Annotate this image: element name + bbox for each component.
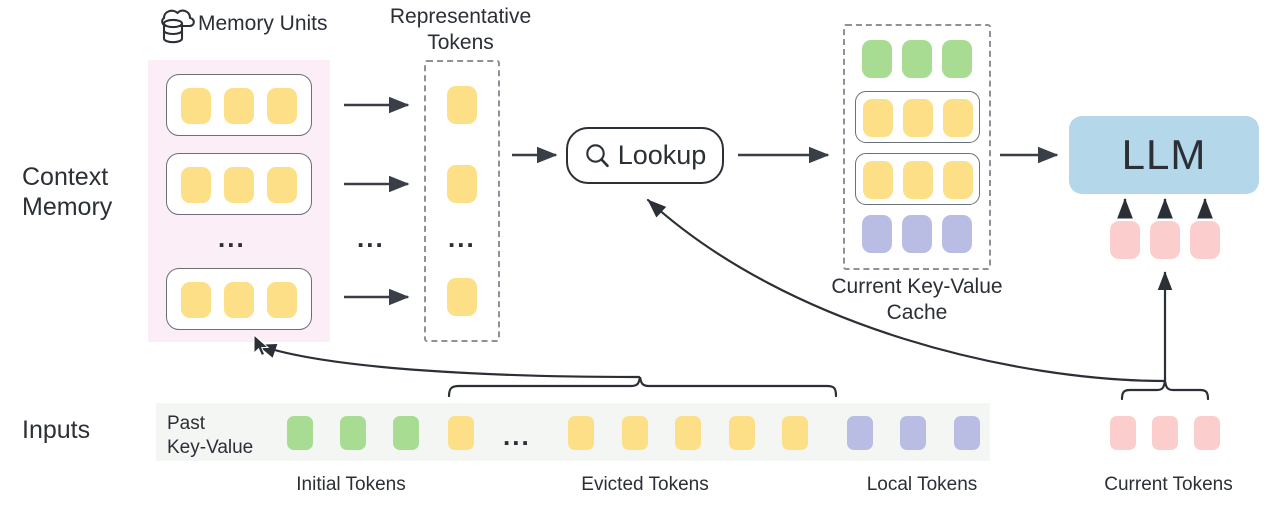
memory-unit[interactable]: [166, 74, 312, 136]
llm-input-token-chip: [1190, 221, 1220, 259]
evicted-tokens-caption: Evicted Tokens: [581, 474, 709, 495]
initial-tokens-caption: Initial Tokens: [296, 474, 406, 495]
token-chip: [862, 40, 892, 78]
arrow-column-ellipsis: ...: [357, 223, 385, 253]
input-token-chip: [568, 416, 594, 450]
token-chip: [943, 161, 973, 199]
kv-cache-row: [862, 215, 972, 255]
token-chip: [942, 215, 972, 253]
representative-token-chip: [447, 86, 477, 124]
input-token-chip: [954, 416, 980, 450]
current-tokens-caption: Current Tokens: [1104, 474, 1233, 495]
current-kv-cache-label: Current Key-Value Cache: [831, 275, 1003, 324]
llm-label: LLM: [1121, 131, 1207, 178]
token-chip: [863, 99, 893, 137]
current-token-chip: [1152, 416, 1178, 450]
llm-input-token-chip: [1150, 221, 1180, 259]
input-token-chip: [448, 416, 474, 450]
kv-cache-row: [862, 40, 972, 80]
token-chip: [224, 167, 254, 203]
kv-cache-row[interactable]: [855, 91, 980, 143]
kv-cache-row[interactable]: [855, 153, 980, 205]
inputs-ellipsis: ...: [503, 421, 531, 451]
input-token-chip: [287, 416, 313, 450]
token-chip: [224, 88, 254, 124]
memory-units-ellipsis: ...: [218, 223, 246, 253]
memory-units-header: Memory Units: [198, 12, 328, 35]
memory-unit[interactable]: [166, 153, 312, 215]
token-chip: [942, 40, 972, 78]
token-chip: [903, 161, 933, 199]
token-chip: [902, 40, 932, 78]
memory-unit[interactable]: [166, 268, 312, 330]
token-chip: [181, 282, 211, 318]
input-token-chip: [675, 416, 701, 450]
token-chip: [943, 99, 973, 137]
mouse-cursor: [253, 333, 271, 364]
llm-input-token-chip: [1110, 221, 1140, 259]
input-token-chip: [847, 416, 873, 450]
input-token-chip: [782, 416, 808, 450]
current-token-chip: [1110, 416, 1136, 450]
representative-tokens-ellipsis: ...: [448, 223, 476, 253]
input-token-chip: [729, 416, 755, 450]
cloud-database-icon: [158, 6, 198, 48]
token-chip: [863, 161, 893, 199]
token-chip: [903, 99, 933, 137]
row-label-context-memory: Context Memory: [22, 163, 113, 221]
past-key-value-label: Past Key-Value: [167, 413, 254, 458]
input-token-chip: [900, 416, 926, 450]
representative-token-chip: [447, 165, 477, 203]
search-icon: [584, 142, 611, 169]
local-tokens-caption: Local Tokens: [866, 474, 978, 495]
input-token-chip: [622, 416, 648, 450]
representative-tokens-header: Representative Tokens: [389, 5, 532, 54]
token-chip: [181, 88, 211, 124]
current-token-chip: [1194, 416, 1220, 450]
row-label-inputs: Inputs: [22, 416, 91, 444]
token-chip: [902, 215, 932, 253]
token-chip: [267, 167, 297, 203]
token-chip: [267, 88, 297, 124]
token-chip: [267, 282, 297, 318]
token-chip: [181, 167, 211, 203]
representative-tokens-group: [424, 60, 500, 342]
llm-block[interactable]: LLM: [1069, 116, 1259, 194]
token-chip: [862, 215, 892, 253]
lookup-label: Lookup: [617, 140, 707, 170]
lookup-button[interactable]: Lookup: [566, 127, 724, 184]
representative-token-chip: [447, 278, 477, 316]
input-token-chip: [340, 416, 366, 450]
input-token-chip: [393, 416, 419, 450]
token-chip: [224, 282, 254, 318]
